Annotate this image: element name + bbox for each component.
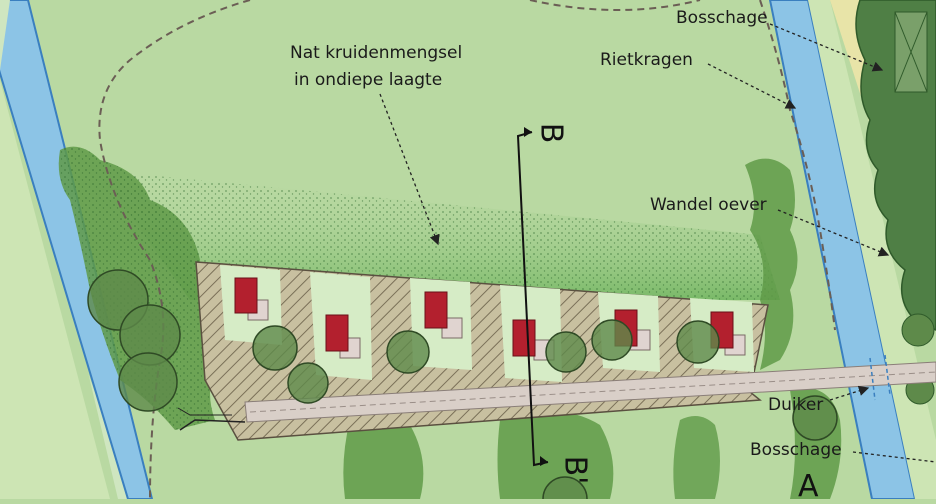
section-marker-a: A [798, 469, 819, 504]
tree-icon [676, 320, 720, 364]
label-duiker: Duiker [768, 395, 824, 415]
tree-belt-bottom [343, 411, 720, 499]
bosschage-right [855, 0, 936, 405]
tree-icon [792, 395, 838, 441]
left-canal [0, 0, 154, 499]
label-wandel-oever: Wandel oever [650, 195, 767, 215]
tree-icon [252, 325, 298, 371]
section-marker-b: B [533, 122, 569, 144]
section-marker-b-prime: B' [557, 455, 593, 485]
tree-icon [386, 330, 430, 374]
label-rietkragen: Rietkragen [600, 50, 693, 70]
site-boundary [98, 0, 836, 499]
label-ondiepe-laagte: in ondiepe laagte [294, 70, 443, 90]
tree-icon [591, 319, 633, 361]
section-line-b [516, 127, 549, 467]
label-bosschage-top: Bosschage [676, 8, 768, 28]
tree-icon [542, 476, 588, 499]
leader-lines [379, 23, 936, 463]
tree-icon [287, 362, 329, 404]
label-nat-kruidenmengsel: Nat kruidenmengsel [290, 43, 463, 63]
label-bosschage-bottom: Bosschage [750, 440, 842, 460]
tree-icon [118, 352, 178, 412]
tree-icon [545, 331, 587, 373]
trees [87, 269, 838, 499]
